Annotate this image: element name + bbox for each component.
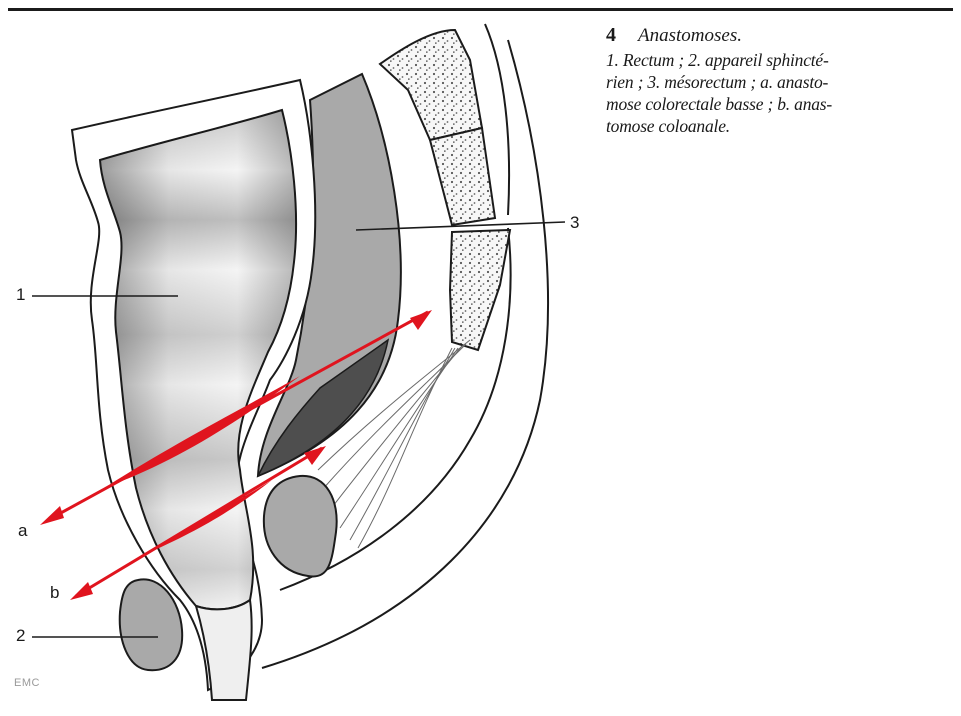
label-anastomosis-b: b <box>50 583 59 602</box>
caption-line: rien ; 3. mésorectum ; a. anasto- <box>606 71 958 93</box>
label-rectum: 1 <box>16 285 25 304</box>
caption-title: Anastomoses. <box>638 25 742 46</box>
caption-line: tomose coloanale. <box>606 115 958 137</box>
caption-line: mose colorectale basse ; b. anas- <box>606 93 958 115</box>
caption-body: 1. Rectum ; 2. appareil sphincté- rien ;… <box>606 49 958 137</box>
label-sphincter: 2 <box>16 626 25 645</box>
caption-heading: 4 Anastomoses. <box>606 24 958 47</box>
sphincter-right <box>264 476 337 577</box>
caption-line: 1. Rectum ; 2. appareil sphincté- <box>606 49 958 71</box>
figure-caption: 4 Anastomoses. 1. Rectum ; 2. appareil sp… <box>606 24 958 137</box>
emc-logo: EMC <box>14 677 40 689</box>
label-mesorectum: 3 <box>570 213 579 232</box>
label-anastomosis-a: a <box>18 521 28 540</box>
caption-number: 4 <box>606 24 616 46</box>
